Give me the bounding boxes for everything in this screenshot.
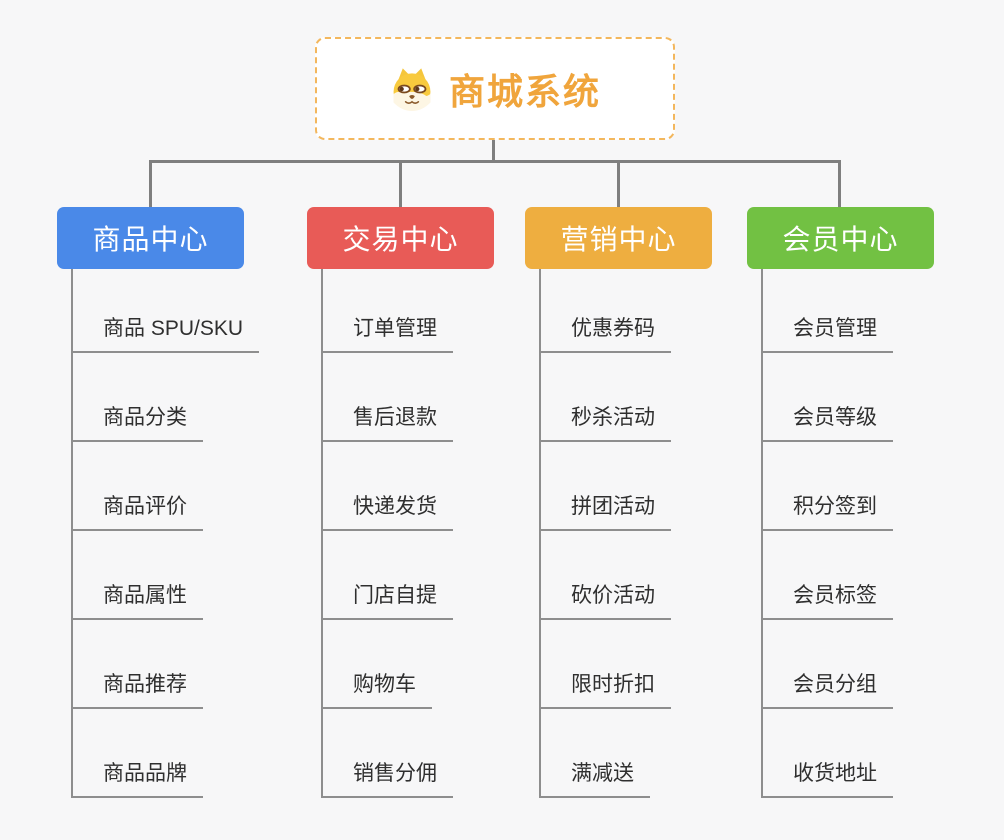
- topic-item: 会员等级: [761, 353, 893, 442]
- topic-item: 砍价活动: [539, 531, 671, 620]
- connector-drop-branch-2: [399, 160, 402, 207]
- branch-node-product-center[interactable]: 商品中心: [57, 207, 244, 269]
- topic-item: 限时折扣: [539, 620, 671, 709]
- topic-label[interactable]: 秒杀活动: [539, 401, 671, 442]
- branch-1-items: 商品 SPU/SKU 商品分类 商品评价 商品属性 商品推荐 商品品牌: [71, 269, 260, 798]
- branch-label: 会员中心: [782, 224, 899, 255]
- branch-3-items: 优惠券码 秒杀活动 拼团活动 砍价活动 限时折扣 满减送: [539, 269, 671, 798]
- connector-bus: [149, 160, 841, 163]
- topic-label[interactable]: 会员分组: [761, 668, 893, 709]
- branch-label: 营销中心: [560, 224, 677, 255]
- root-node[interactable]: 商城系统: [315, 37, 675, 140]
- topic-item: 销售分佣: [321, 709, 453, 798]
- topic-label[interactable]: 商品推荐: [71, 668, 203, 709]
- topic-item: 优惠券码: [539, 269, 671, 353]
- topic-item: 会员分组: [761, 620, 893, 709]
- topic-label[interactable]: 砍价活动: [539, 579, 671, 620]
- topic-label[interactable]: 拼团活动: [539, 490, 671, 531]
- topic-item: 秒杀活动: [539, 353, 671, 442]
- topic-label[interactable]: 商品分类: [71, 401, 203, 442]
- topic-item: 拼团活动: [539, 442, 671, 531]
- topic-item: 售后退款: [321, 353, 453, 442]
- connector-drop-branch-1: [149, 160, 152, 207]
- branch-node-member-center[interactable]: 会员中心: [747, 207, 934, 269]
- branch-2-items: 订单管理 售后退款 快递发货 门店自提 购物车 销售分佣: [321, 269, 453, 798]
- topic-label[interactable]: 商品属性: [71, 579, 203, 620]
- topic-item: 会员标签: [761, 531, 893, 620]
- topic-item: 商品 SPU/SKU: [71, 269, 260, 353]
- branch-label: 交易中心: [342, 224, 459, 255]
- topic-label[interactable]: 商品品牌: [71, 757, 203, 798]
- shiba-dog-icon: [393, 67, 431, 111]
- topic-item: 商品分类: [71, 353, 259, 442]
- topic-item: 会员管理: [761, 269, 893, 353]
- topic-label[interactable]: 限时折扣: [539, 668, 671, 709]
- topic-label[interactable]: 快递发货: [321, 490, 453, 531]
- branch-node-marketing-center[interactable]: 营销中心: [525, 207, 712, 269]
- topic-item: 快递发货: [321, 442, 453, 531]
- topic-label[interactable]: 商品评价: [71, 490, 203, 531]
- connector-drop-branch-3: [617, 160, 620, 207]
- topic-label[interactable]: 收货地址: [761, 757, 893, 798]
- topic-item: 商品评价: [71, 442, 259, 531]
- topic-label[interactable]: 会员标签: [761, 579, 893, 620]
- topic-label[interactable]: 优惠券码: [539, 312, 671, 353]
- topic-item: 满减送: [539, 709, 671, 798]
- topic-item: 订单管理: [321, 269, 453, 353]
- topic-label[interactable]: 会员管理: [761, 312, 893, 353]
- topic-label[interactable]: 购物车: [321, 668, 432, 709]
- topic-label[interactable]: 售后退款: [321, 401, 453, 442]
- topic-item: 商品推荐: [71, 620, 259, 709]
- topic-item: 购物车: [321, 620, 453, 709]
- topic-item: 积分签到: [761, 442, 893, 531]
- topic-item: 收货地址: [761, 709, 893, 798]
- topic-label[interactable]: 会员等级: [761, 401, 893, 442]
- topic-item: 商品属性: [71, 531, 259, 620]
- topic-label[interactable]: 订单管理: [321, 312, 453, 353]
- branch-4-items: 会员管理 会员等级 积分签到 会员标签 会员分组 收货地址: [761, 269, 893, 798]
- topic-label[interactable]: 商品 SPU/SKU: [71, 312, 260, 353]
- topic-item: 商品品牌: [71, 709, 259, 798]
- connector-drop-branch-4: [838, 160, 841, 207]
- root-title: 商城系统: [448, 70, 601, 112]
- topic-label[interactable]: 销售分佣: [321, 757, 453, 798]
- topic-label[interactable]: 满减送: [539, 757, 650, 798]
- branch-label: 商品中心: [92, 224, 209, 255]
- connector-root-drop: [492, 139, 495, 162]
- topic-label[interactable]: 门店自提: [321, 579, 453, 620]
- topic-label[interactable]: 积分签到: [761, 490, 893, 531]
- topic-item: 门店自提: [321, 531, 453, 620]
- branch-node-trade-center[interactable]: 交易中心: [307, 207, 494, 269]
